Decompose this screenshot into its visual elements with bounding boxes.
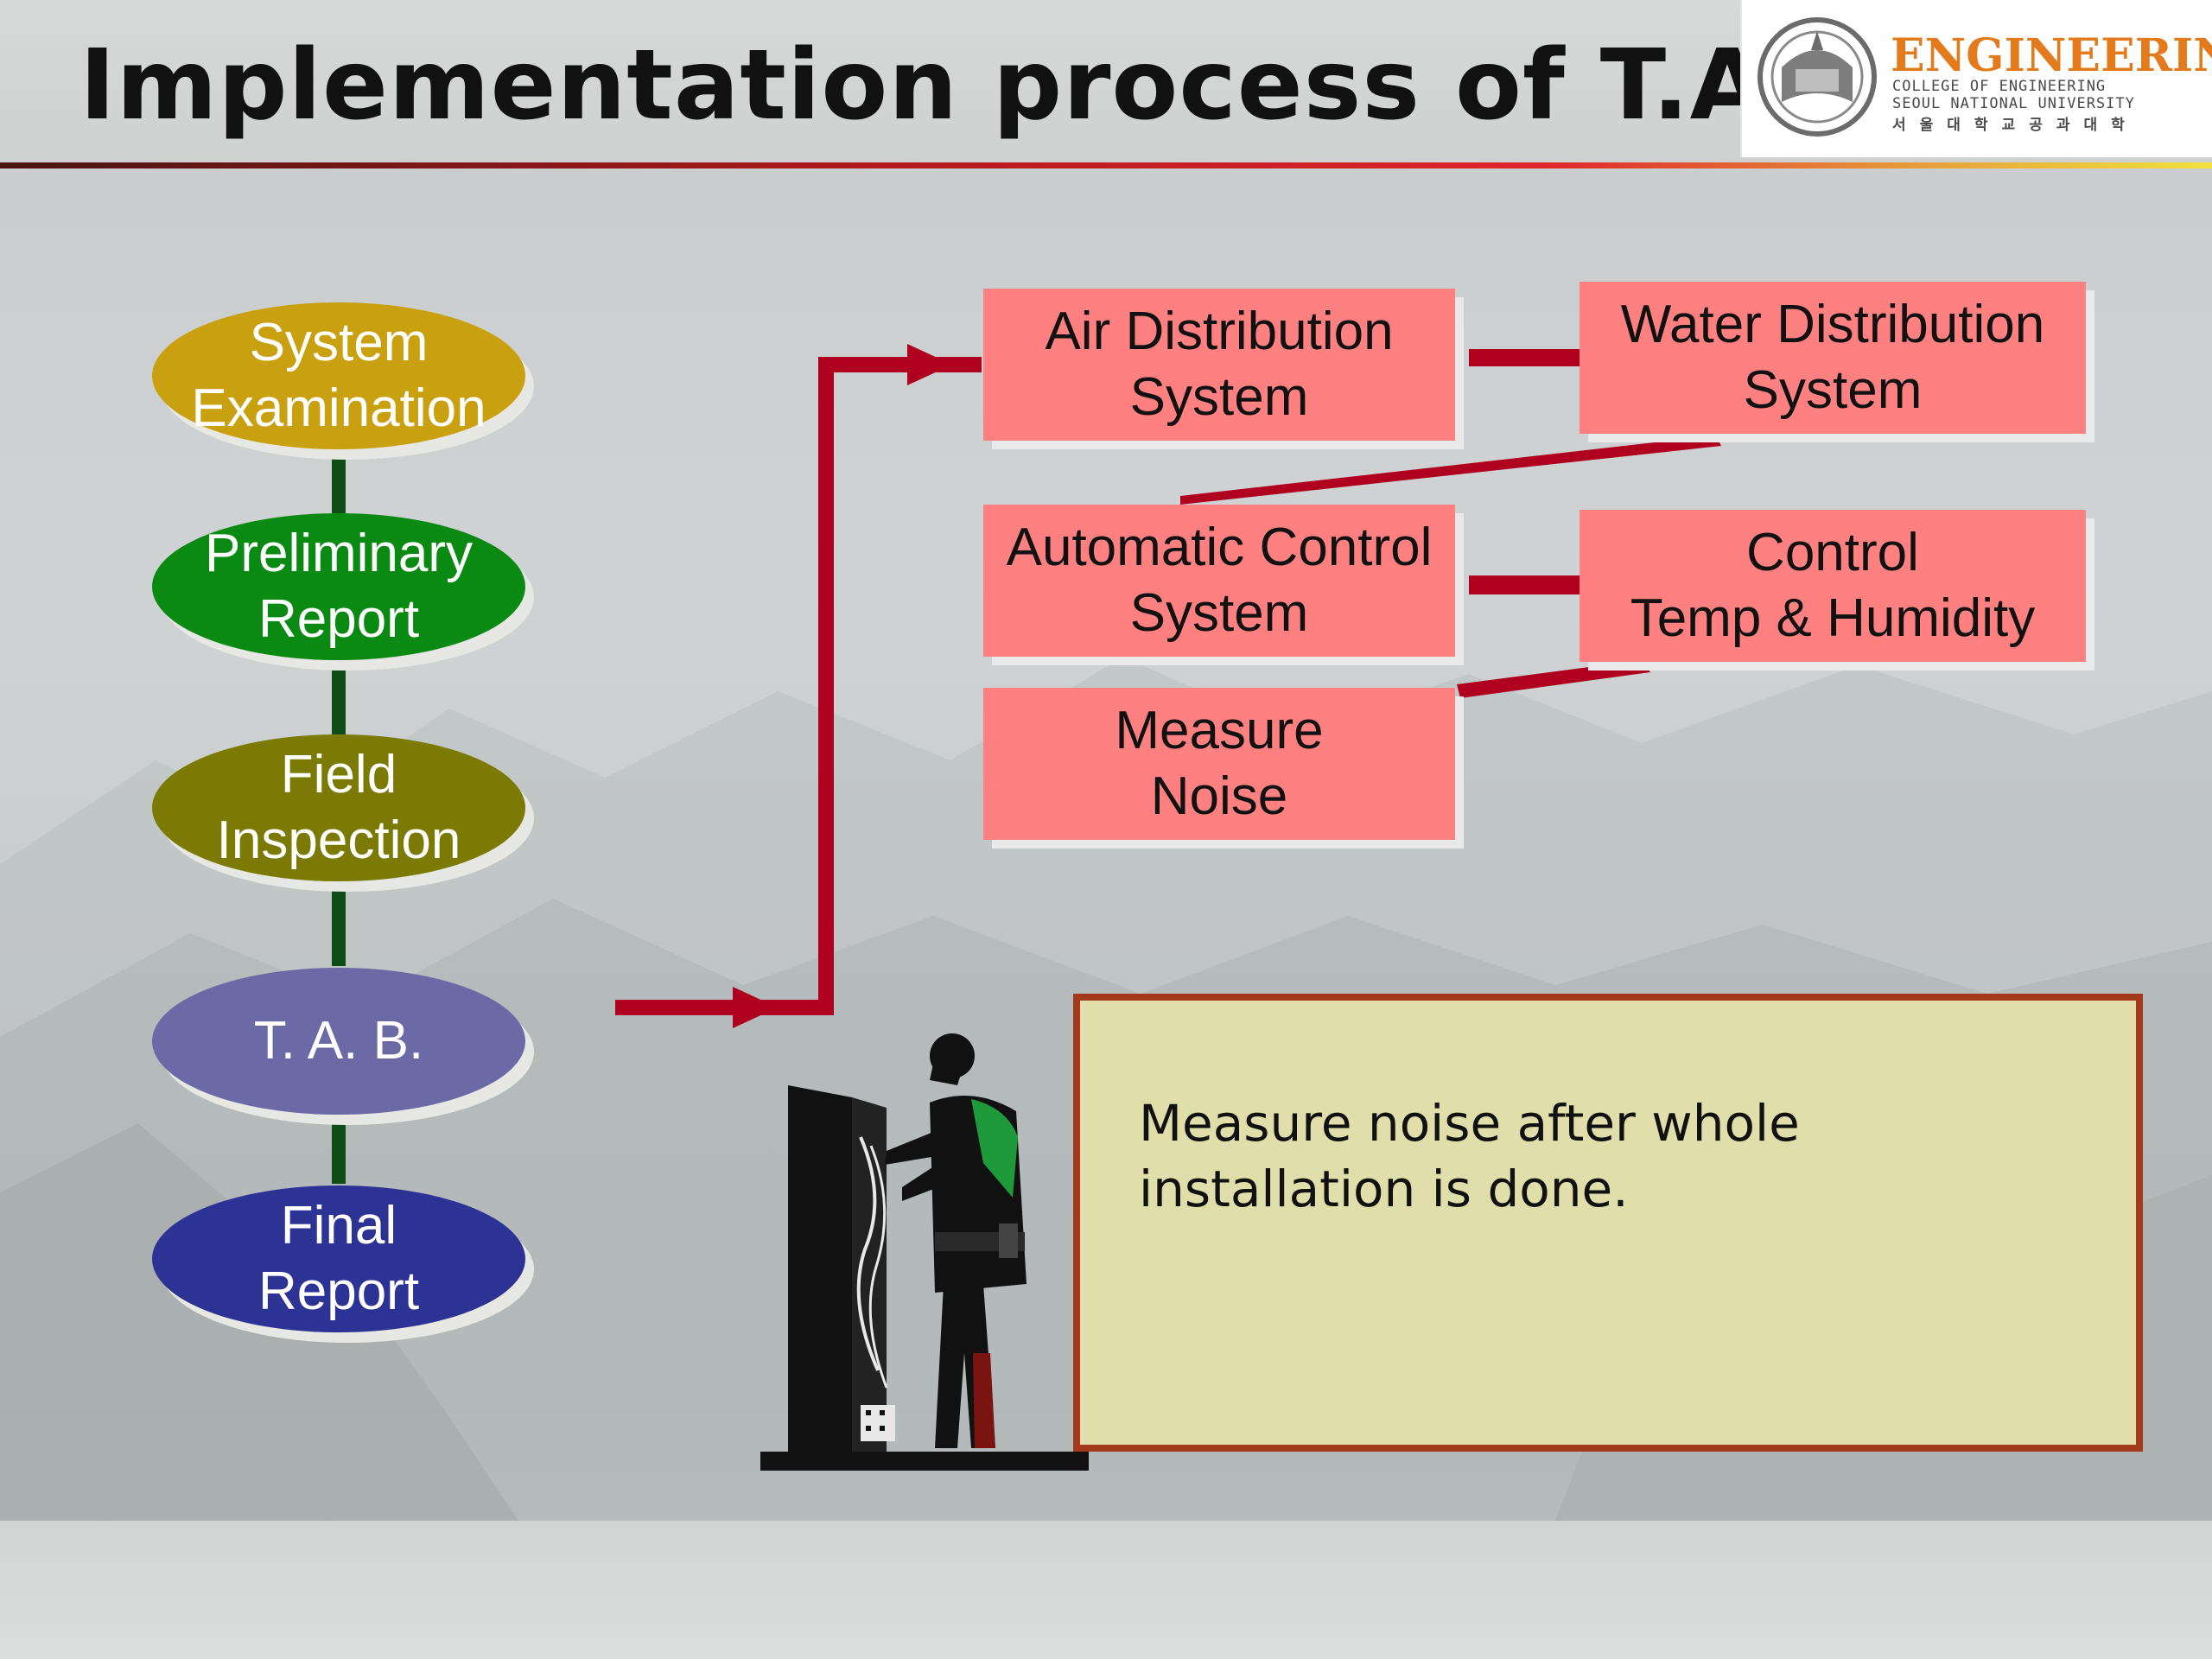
step-field-inspection: Field Inspection xyxy=(152,734,525,881)
bottom-band xyxy=(0,1521,2212,1659)
step-tab: T. A. B. xyxy=(152,968,525,1115)
title-rule xyxy=(0,162,2212,168)
step-label: Preliminary Report xyxy=(204,524,474,649)
technician-clipart-icon xyxy=(760,1033,1089,1471)
box-label: Air Distribution System xyxy=(1045,302,1394,427)
box-label: Water Distribution System xyxy=(1620,295,2045,420)
logo-line-korean: 서울대학교공과대학 xyxy=(1892,117,2139,134)
arrowhead-lower xyxy=(733,987,778,1028)
link-automatic-control xyxy=(1469,575,1581,594)
step-label: System Examination xyxy=(191,313,486,438)
box-automatic-control: Automatic Control System xyxy=(983,505,1455,657)
box-label: Measure Noise xyxy=(1115,701,1324,826)
step-link-1 xyxy=(332,449,346,513)
step-final-report: Final Report xyxy=(152,1185,525,1332)
note-text: Measure noise after whole installation i… xyxy=(1139,1094,1800,1218)
box-air-distribution: Air Distribution System xyxy=(983,289,1455,441)
logo-brand: ENGINEERING xyxy=(1891,29,2212,82)
logo-line-college: COLLEGE OF ENGINEERING xyxy=(1892,78,2107,95)
step-system-examination: System Examination xyxy=(152,302,525,449)
tab-to-systems-arrow xyxy=(615,357,982,1015)
logo-line-university: SEOUL NATIONAL UNIVERSITY xyxy=(1892,95,2135,112)
step-link-3 xyxy=(332,883,346,966)
step-label: Final Report xyxy=(257,1196,420,1321)
university-seal-icon xyxy=(1758,17,1877,137)
note-box: Measure noise after whole installation i… xyxy=(1073,994,2143,1452)
step-link-4 xyxy=(332,1123,346,1184)
box-water-distribution: Water Distribution System xyxy=(1580,282,2086,434)
step-label: T. A. B. xyxy=(253,1011,424,1071)
step-label: Field Inspection xyxy=(216,745,461,870)
box-label: Automatic Control System xyxy=(1006,518,1433,643)
link-water-automatic xyxy=(1180,435,1721,505)
box-label: Control Temp & Humidity xyxy=(1630,523,2036,648)
arrowhead-upper xyxy=(907,344,952,385)
logo: ENGINEERING COLLEGE OF ENGINEERING SEOUL… xyxy=(1740,0,2212,157)
step-link-2 xyxy=(332,671,346,734)
link-air-water xyxy=(1469,349,1581,366)
step-preliminary-report: Preliminary Report xyxy=(152,513,525,660)
slide-title: Implementation process of T.A.B. xyxy=(79,29,1917,142)
link-control-noise xyxy=(1457,660,1650,698)
box-measure-noise: Measure Noise xyxy=(983,688,1455,840)
box-control-temp-humidity: Control Temp & Humidity xyxy=(1580,510,2086,662)
